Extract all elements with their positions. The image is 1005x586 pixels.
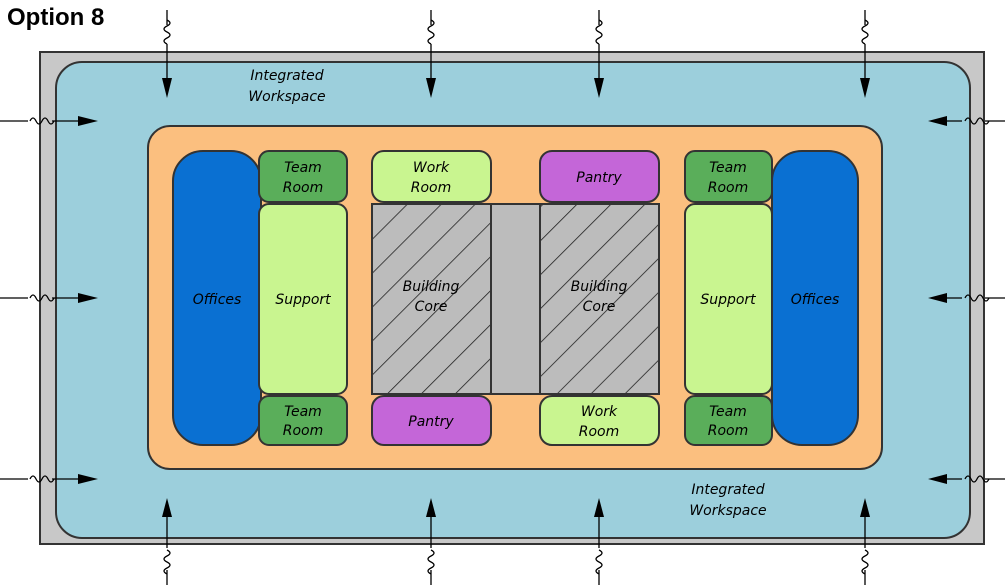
team-room-left-top-line2: Room bbox=[283, 180, 324, 196]
core-corridor bbox=[490, 203, 541, 395]
arrow-left-head-2 bbox=[78, 474, 98, 484]
support-left bbox=[258, 203, 348, 395]
work-room-bottom-line1: Work bbox=[581, 404, 618, 420]
work-room-top bbox=[371, 150, 492, 203]
work-room-bottom bbox=[539, 395, 660, 446]
arrow-left-0 bbox=[0, 117, 80, 125]
arrow-left-2 bbox=[0, 475, 80, 483]
arrow-bottom-0 bbox=[163, 515, 171, 585]
arrow-top-head-3 bbox=[860, 78, 870, 98]
support-right-label: Support bbox=[700, 292, 756, 308]
core-left-line2: Core bbox=[415, 299, 448, 315]
offices-left-label: Offices bbox=[193, 292, 242, 308]
arrow-right-2 bbox=[945, 475, 1005, 483]
pantry-bottom bbox=[371, 395, 492, 446]
arrow-top-head-1 bbox=[426, 78, 436, 98]
team-room-left-top bbox=[258, 150, 348, 203]
arrow-right-head-2 bbox=[928, 474, 947, 484]
core-right bbox=[539, 203, 660, 395]
work-room-top-line1: Work bbox=[413, 160, 450, 176]
arrow-left-head-0 bbox=[78, 116, 98, 126]
pantry-top bbox=[539, 150, 660, 203]
integrated-workspace-bottom-line1: Integrated bbox=[691, 482, 764, 498]
work-room-top-line2: Room bbox=[411, 180, 452, 196]
core-left-line1: Building bbox=[403, 279, 460, 295]
team-room-left-bottom-line2: Room bbox=[283, 423, 324, 439]
arrow-left-head-1 bbox=[78, 293, 98, 303]
pantry-top-label: Pantry bbox=[576, 170, 622, 186]
arrow-bottom-1 bbox=[427, 515, 435, 585]
integrated-workspace-bottom-line2: Workspace bbox=[689, 503, 766, 519]
team-room-left-bottom bbox=[258, 395, 348, 446]
arrow-top-1 bbox=[427, 10, 435, 80]
integrated-workspace-top-line1: Integrated bbox=[250, 68, 323, 84]
daylight-arrows bbox=[0, 10, 1005, 585]
offices-right bbox=[771, 150, 859, 446]
arrow-bottom-2 bbox=[595, 515, 603, 585]
core-left bbox=[371, 203, 492, 395]
arrow-top-2 bbox=[595, 10, 603, 80]
arrow-top-3 bbox=[861, 10, 869, 80]
arrow-bottom-head-3 bbox=[860, 498, 870, 517]
arrow-right-1 bbox=[945, 294, 1005, 302]
team-room-left-top-line1: Team bbox=[284, 160, 322, 176]
pantry-bottom-label: Pantry bbox=[408, 414, 454, 430]
team-room-right-bottom-line2: Room bbox=[708, 423, 749, 439]
offices-right-label: Offices bbox=[791, 292, 840, 308]
core-right-line2: Core bbox=[583, 299, 616, 315]
team-room-right-bottom-line1: Team bbox=[709, 404, 747, 420]
core-right-line1: Building bbox=[571, 279, 628, 295]
arrow-bottom-3 bbox=[861, 515, 869, 585]
arrow-right-head-1 bbox=[928, 293, 947, 303]
integrated-workspace-top-line2: Workspace bbox=[248, 89, 325, 105]
arrow-top-0 bbox=[163, 10, 171, 80]
arrow-top-head-2 bbox=[594, 78, 604, 98]
arrow-right-0 bbox=[945, 117, 1005, 125]
team-room-right-top-line1: Team bbox=[709, 160, 747, 176]
team-room-left-bottom-line1: Team bbox=[284, 404, 322, 420]
arrow-right-head-0 bbox=[928, 116, 947, 126]
team-room-right-top-line2: Room bbox=[708, 180, 749, 196]
work-room-bottom-line2: Room bbox=[579, 424, 620, 440]
support-left-label: Support bbox=[275, 292, 331, 308]
page-title: Option 8 bbox=[7, 4, 105, 31]
arrow-bottom-head-2 bbox=[594, 498, 604, 517]
arrow-bottom-head-0 bbox=[162, 498, 172, 517]
arrow-top-head-0 bbox=[162, 78, 172, 98]
arrow-bottom-head-1 bbox=[426, 498, 436, 517]
arrow-left-1 bbox=[0, 294, 80, 302]
